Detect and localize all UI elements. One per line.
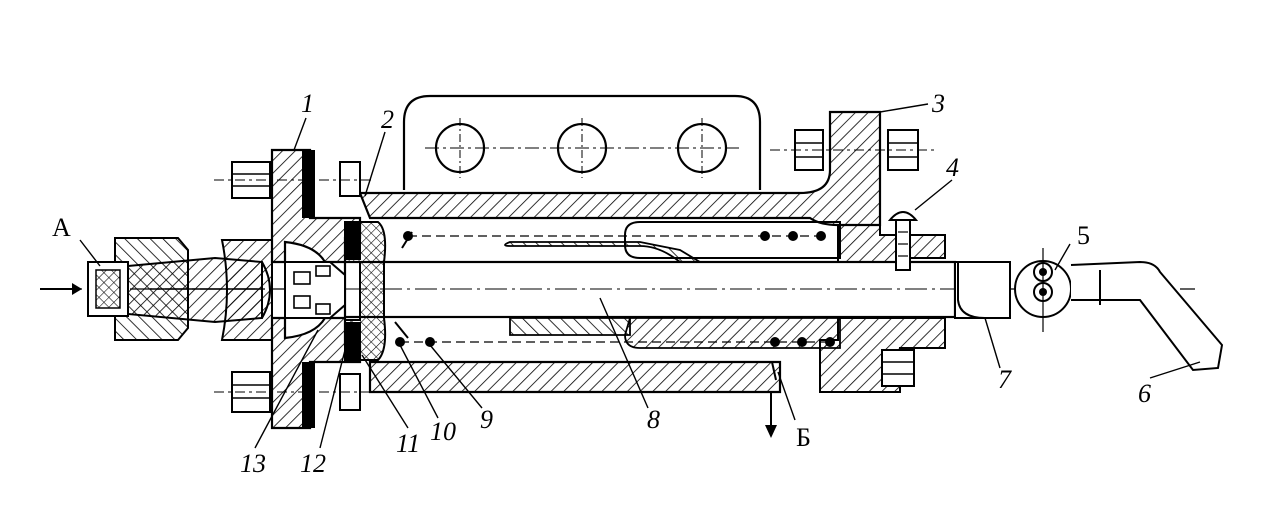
mounting-bracket (402, 94, 762, 190)
part-label-6: 6 (1138, 379, 1151, 408)
left-flange-lower (270, 316, 362, 430)
left-flange (270, 148, 362, 264)
inlet-arrow (40, 283, 82, 295)
lever-arm (1070, 260, 1224, 372)
drain-port (771, 361, 777, 381)
inner-sleeve-lower (624, 317, 841, 349)
spring-lower (394, 321, 835, 347)
outlet-label: Б (796, 423, 811, 452)
part-label-12: 12 (300, 449, 326, 478)
bolt-left-top (214, 161, 372, 199)
housing-upper-wall (358, 110, 882, 227)
part-label-7: 7 (998, 365, 1012, 394)
inlet-fitting (87, 237, 271, 341)
rod-end-linkage (954, 248, 1224, 372)
inlet-label: А (52, 213, 71, 242)
part-label-10: 10 (430, 417, 456, 446)
part-label-4: 4 (946, 153, 959, 182)
valve-head (284, 261, 346, 319)
set-screw (887, 211, 919, 271)
part-label-2: 2 (381, 105, 394, 134)
housing-lower-wall (368, 360, 782, 394)
inner-sleeve-upper (624, 221, 841, 259)
bolt-right-top (770, 129, 935, 171)
part-label-8: 8 (647, 405, 660, 434)
gasket-upper (302, 150, 315, 218)
gasket-lower (302, 362, 315, 428)
part-label-9: 9 (480, 405, 493, 434)
part-label-3: 3 (931, 89, 945, 118)
leader-lines (79, 103, 1201, 449)
bolt-right-bottom (881, 349, 915, 387)
outlet-arrow (765, 392, 777, 438)
part-label-5: 5 (1077, 221, 1090, 250)
bolt-left-bottom (214, 371, 372, 413)
part-label-13: 13 (240, 449, 266, 478)
part-label-11: 11 (396, 429, 420, 458)
part-label-1: 1 (301, 89, 314, 118)
spring-upper (401, 231, 826, 249)
